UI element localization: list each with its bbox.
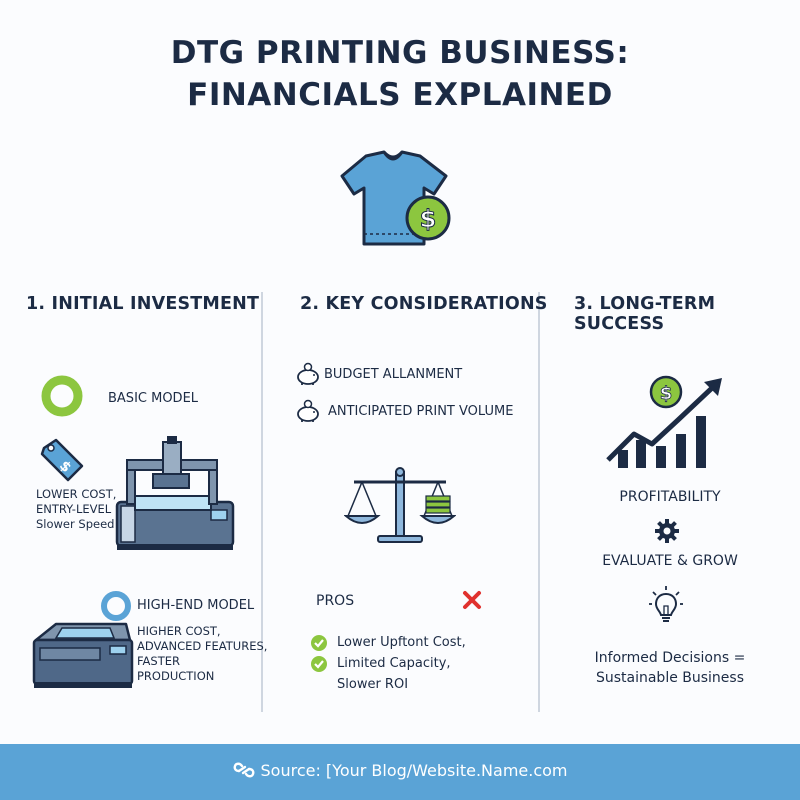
check-icon xyxy=(311,655,327,672)
highend-ring-icon xyxy=(101,591,131,621)
col1-heading: 1. INITIAL INVESTMENT xyxy=(26,294,260,314)
title-line-1: DTG PRINTING BUSINESS: xyxy=(170,35,630,71)
tshirt-dollar-icon: $ xyxy=(340,150,451,246)
profitability-label: PROFITABILITY xyxy=(619,489,721,505)
svg-text:$: $ xyxy=(420,205,437,233)
pros-label: PROS xyxy=(316,593,355,609)
gear-icon xyxy=(655,519,679,543)
lightbulb-icon xyxy=(649,586,683,622)
col2-heading: 2. KEY CONSIDERATIONS xyxy=(300,294,548,314)
highend-model-desc: HIGHER COST, ADVANCED FEATURES, FASTER P… xyxy=(137,624,268,683)
balance-scale-icon xyxy=(344,467,456,543)
growth-chart-icon: $ xyxy=(606,375,722,468)
consideration-budget: BUDGET ALLANMENT xyxy=(324,367,463,382)
piggy-bank-icon xyxy=(297,362,319,385)
dtg-printer-icon xyxy=(115,436,235,550)
pros-list: Lower Upftont Cost, Limited Capacity, Sl… xyxy=(310,632,466,695)
basic-ring-icon xyxy=(41,375,83,417)
title-line-2: FINANCIALS EXPLAINED xyxy=(187,77,613,113)
basic-model-desc: LOWER COST, ENTRY-LEVEL Slower Speed xyxy=(36,487,117,531)
divider-right xyxy=(538,292,540,712)
basic-model-label: BASIC MODEL xyxy=(108,391,199,406)
footer-source: Source: [Your Blog/Website.Name.com xyxy=(0,761,800,780)
price-tag-icon: $ xyxy=(40,438,84,482)
list-item: Limited Capacity, xyxy=(310,653,466,674)
highend-model-label: HIGH-END MODEL xyxy=(137,598,255,613)
col3-heading: 3. LONG-TERM SUCCESS xyxy=(574,294,716,334)
consideration-volume: ANTICIPATED PRINT VOLUME xyxy=(328,404,514,419)
check-icon xyxy=(311,634,327,651)
close-icon xyxy=(463,591,481,609)
svg-text:$: $ xyxy=(660,383,673,404)
page-title: DTG PRINTING BUSINESS: FINANCIALS EXPLAI… xyxy=(0,32,800,116)
informed-decisions-text: Informed Decisions = Sustainable Busines… xyxy=(594,650,746,686)
list-item: Slower ROI xyxy=(337,677,409,692)
piggy-bank-icon xyxy=(297,399,319,422)
link-icon xyxy=(233,762,254,778)
list-item: Lower Upftont Cost, xyxy=(310,632,466,653)
highend-printer-icon xyxy=(32,622,134,688)
footer-bar xyxy=(0,744,800,800)
evaluate-grow-label: EVALUATE & GROW xyxy=(602,553,738,569)
footer-source-text[interactable]: Source: [Your Blog/Website.Name.com xyxy=(260,761,568,780)
divider-left xyxy=(261,292,263,712)
